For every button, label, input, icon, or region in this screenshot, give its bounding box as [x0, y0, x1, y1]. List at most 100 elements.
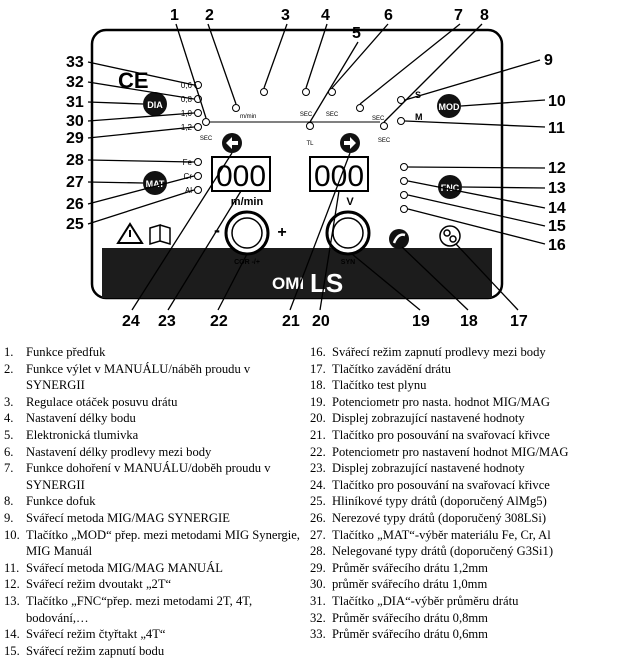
- led-spot-time: [302, 88, 310, 96]
- legend-item: 14.Svářecí režim čtyřtakt „4T“: [4, 626, 304, 643]
- callout-29: 29: [66, 130, 84, 147]
- callout-33: 33: [66, 54, 84, 71]
- callout-4: 4: [321, 7, 330, 24]
- callout-6: 6: [384, 7, 393, 24]
- led-4t: [400, 177, 408, 185]
- legend-item: 12.Svářecí režim dvoutakt „2T“: [4, 576, 304, 593]
- callout-32: 32: [66, 74, 84, 91]
- leader-lines: [87, 23, 546, 311]
- dia-button[interactable]: [143, 92, 167, 116]
- wire-inch-icon-a: [443, 229, 451, 237]
- fnc-button-label: FNC: [441, 183, 460, 193]
- callout-8: 8: [480, 7, 489, 24]
- legend-item: 27.Tlačítko „MAT“-výběr materiálu Fe, Cr…: [310, 527, 620, 544]
- callout-5: 5: [352, 25, 361, 42]
- legend-item-number: 23.: [310, 461, 326, 476]
- wire-inch-button[interactable]: [439, 225, 461, 247]
- legend-item-number: 10.: [4, 527, 20, 542]
- legend-item-number: 7.: [4, 461, 14, 476]
- fnc-button[interactable]: [438, 175, 462, 199]
- legend-item: 19.Potenciometr pro nasta. hodnot MIG/MA…: [310, 394, 620, 411]
- legend-item-number: 19.: [310, 394, 326, 409]
- legend-item-number: 32.: [310, 610, 326, 625]
- legend-item-number: 18.: [310, 378, 326, 393]
- legend-item: 28.Nelegované typy drátů (doporučený G3S…: [310, 543, 620, 560]
- legend-item: 4.Nastavení délky bodu: [4, 410, 304, 427]
- book-icon: [149, 223, 171, 246]
- legend-item-number: 29.: [310, 560, 326, 575]
- legend-item: 2.Funkce výlet v MANUÁLU/náběh proudu v …: [4, 361, 304, 394]
- legend-item: 21.Tlačítko pro posouvání na svařovací k…: [310, 427, 620, 444]
- legend-item: 20.Displej zobrazující nastavené hodnoty: [310, 410, 620, 427]
- legend-item-text: Svářecí režim dvoutakt „2T“: [26, 577, 172, 592]
- wire-inch-icon-b: [449, 235, 457, 243]
- legend-item-number: 25.: [310, 494, 326, 509]
- legend-item-text: Elektronická tlumivka: [26, 427, 139, 442]
- callout-9: 9: [544, 52, 553, 69]
- legend-item: 30. průměr svářecího drátu 1,0mm: [310, 576, 620, 593]
- legend-item: 29.Průměr svářecího drátu 1,2mm: [310, 560, 620, 577]
- legend-item: 11.Svářecí metoda MIG/MAG MANUÁL: [4, 560, 304, 577]
- legend-item-text: Tlačítko pro posouvání na svařovací křiv…: [332, 477, 550, 492]
- legend-item: 3.Regulace otáček posuvu drátu: [4, 394, 304, 411]
- legend-item: 10. Tlačítko „MOD“ přep. mezi metodami MI…: [4, 527, 304, 560]
- callout-10: 10: [548, 93, 566, 110]
- legend-item-number: 24.: [310, 477, 326, 492]
- callout-30: 30: [66, 113, 84, 130]
- legend-item-text: Tlačítko „MOD“ přep. mezi metodami MIG S…: [26, 527, 300, 559]
- unit-voltage: V: [346, 196, 354, 208]
- callout-7: 7: [454, 7, 463, 24]
- mat-button[interactable]: [143, 171, 167, 195]
- legend-item: 17.Tlačítko zavádění drátu: [310, 361, 620, 378]
- sec-label-1: SEC: [200, 136, 213, 142]
- right-display: [309, 156, 369, 192]
- led-start: [232, 104, 240, 112]
- legend-item-text: Svářecí režim čtyřtakt „4T“: [26, 627, 166, 642]
- mode-s-label: S: [415, 90, 421, 100]
- led-spot-pause: [400, 205, 408, 213]
- legend-item-text: Displej zobrazující nastavené hodnoty: [332, 461, 525, 476]
- tl-label: TL: [306, 141, 314, 147]
- callout-3: 3: [281, 7, 290, 24]
- legend-item-text: Tlačítko pro posouvání na svařovací křiv…: [332, 427, 550, 442]
- mat-label-cr: Cr: [184, 172, 193, 181]
- callout-17: 17: [510, 313, 528, 330]
- left-knob-inner: [231, 217, 263, 249]
- mat-button-label: MAT: [146, 179, 165, 189]
- unit-wire-speed: m/min: [231, 196, 264, 208]
- led-dia-10: [194, 109, 202, 117]
- legend-item-text: Potenciometr pro nastavení hodnot MIG/MA…: [332, 444, 569, 459]
- mod-button[interactable]: [437, 94, 461, 118]
- sec-label-4: SEC: [372, 116, 385, 122]
- control-panel-diagram: OMI LS CE DIA MAT 0,6 0,8 1,0 1,2 Fe Cr …: [0, 0, 622, 330]
- led-postgas: [380, 122, 388, 130]
- callout-2: 2: [205, 7, 214, 24]
- callout-numbers: 1 2 3 4 5 6 7 8 9 10 11 12 13 14 15 16 1…: [66, 7, 566, 330]
- gas-test-button[interactable]: [389, 229, 409, 249]
- legend-item: 7.Funkce dohoření v MANUÁLU/doběh proudu…: [4, 460, 304, 493]
- legend-item: 13.Tlačítko „FNC“přep. mezi metodami 2T,…: [4, 593, 304, 626]
- callout-20: 20: [312, 313, 330, 330]
- legend-item-text: Průměr svářecího drátu 0,8mm: [332, 610, 488, 625]
- led-2t: [400, 163, 408, 171]
- callout-27: 27: [66, 174, 84, 191]
- callout-14: 14: [548, 200, 566, 217]
- brand-label: OMI: [272, 274, 304, 293]
- callout-1: 1: [170, 7, 179, 24]
- callout-24: 24: [122, 313, 140, 330]
- left-arrow-icon: [226, 137, 238, 149]
- callout-21: 21: [282, 313, 300, 330]
- led-mat-cr: [194, 172, 202, 180]
- led-dia-12: [194, 123, 202, 131]
- legend-item-text: průměr svářecího drátu 1,0mm: [332, 577, 488, 592]
- legend-item: 33.Průměr svářecího drátu 0,6mm: [310, 626, 620, 643]
- model-label: LS: [310, 268, 343, 298]
- legend-item-text: Tlačítko test plynu: [332, 378, 427, 393]
- callout-15: 15: [548, 218, 566, 235]
- callout-31: 31: [66, 94, 84, 111]
- legend-item-number: 30.: [310, 577, 326, 592]
- legend-item-number: 15.: [4, 643, 20, 658]
- legend-item: 15.Svářecí režim zapnutí bodu: [4, 643, 304, 660]
- callout-28: 28: [66, 152, 84, 169]
